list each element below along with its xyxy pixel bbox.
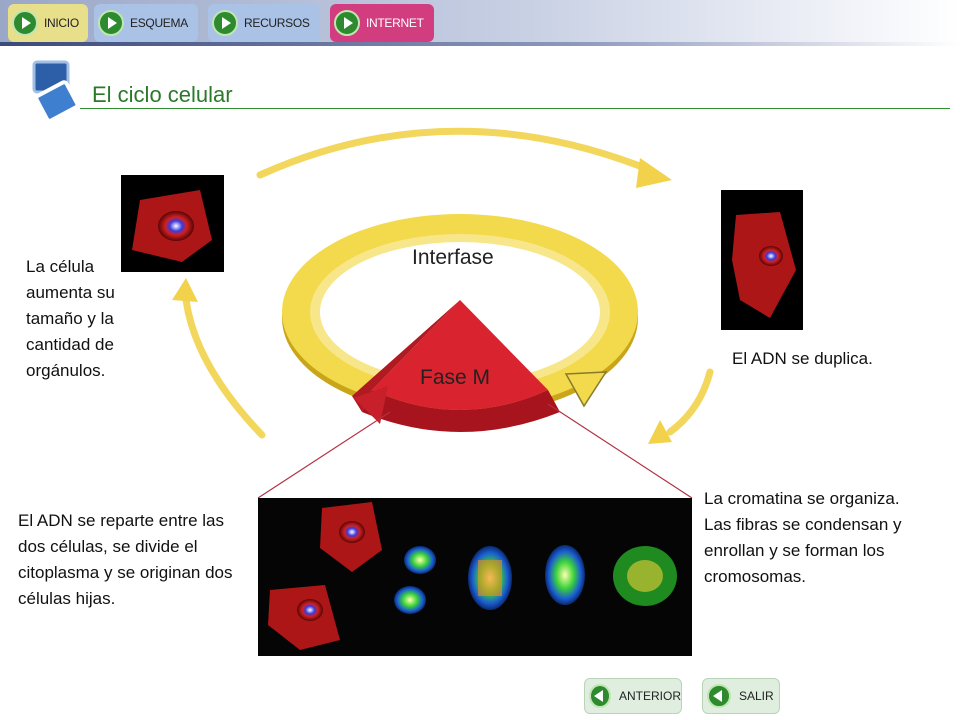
tab-recursos[interactable]: RECURSOS <box>208 4 320 42</box>
tab-esquema[interactable]: ESQUEMA <box>94 4 198 42</box>
interphase-label: Interfase <box>412 246 494 269</box>
title-divider <box>80 108 950 109</box>
play-icon <box>12 10 38 36</box>
previous-button[interactable]: ANTERIOR <box>584 678 682 714</box>
tab-label: RECURSOS <box>244 16 310 30</box>
division-text: El ADN se reparte entre las dos células,… <box>18 511 233 608</box>
chromatin-text: La cromatina se organiza. Las fibras se … <box>704 489 902 586</box>
tab-label: INICIO <box>44 16 79 30</box>
tab-label: ESQUEMA <box>130 16 188 30</box>
exit-button[interactable]: SALIR <box>702 678 780 714</box>
back-arrow-icon <box>589 684 611 708</box>
slides-icon <box>32 60 80 122</box>
tab-label: INTERNET <box>366 16 424 30</box>
mphase-label: Fase M <box>420 366 491 389</box>
play-icon <box>334 10 360 36</box>
dna-duplicates-text: El ADN se duplica. <box>732 349 873 368</box>
play-icon <box>212 10 238 36</box>
previous-label: ANTERIOR <box>618 689 681 703</box>
tab-inicio[interactable]: INICIO <box>8 4 88 42</box>
exit-label: SALIR <box>739 689 774 703</box>
play-icon <box>98 10 124 36</box>
cycle-arrows <box>181 127 714 439</box>
growth-text: La célula aumenta su tamaño y la cantida… <box>26 257 115 380</box>
tab-internet[interactable]: INTERNET <box>330 4 434 42</box>
page-title: El ciclo celular <box>92 82 233 107</box>
back-arrow-icon <box>707 684 731 708</box>
